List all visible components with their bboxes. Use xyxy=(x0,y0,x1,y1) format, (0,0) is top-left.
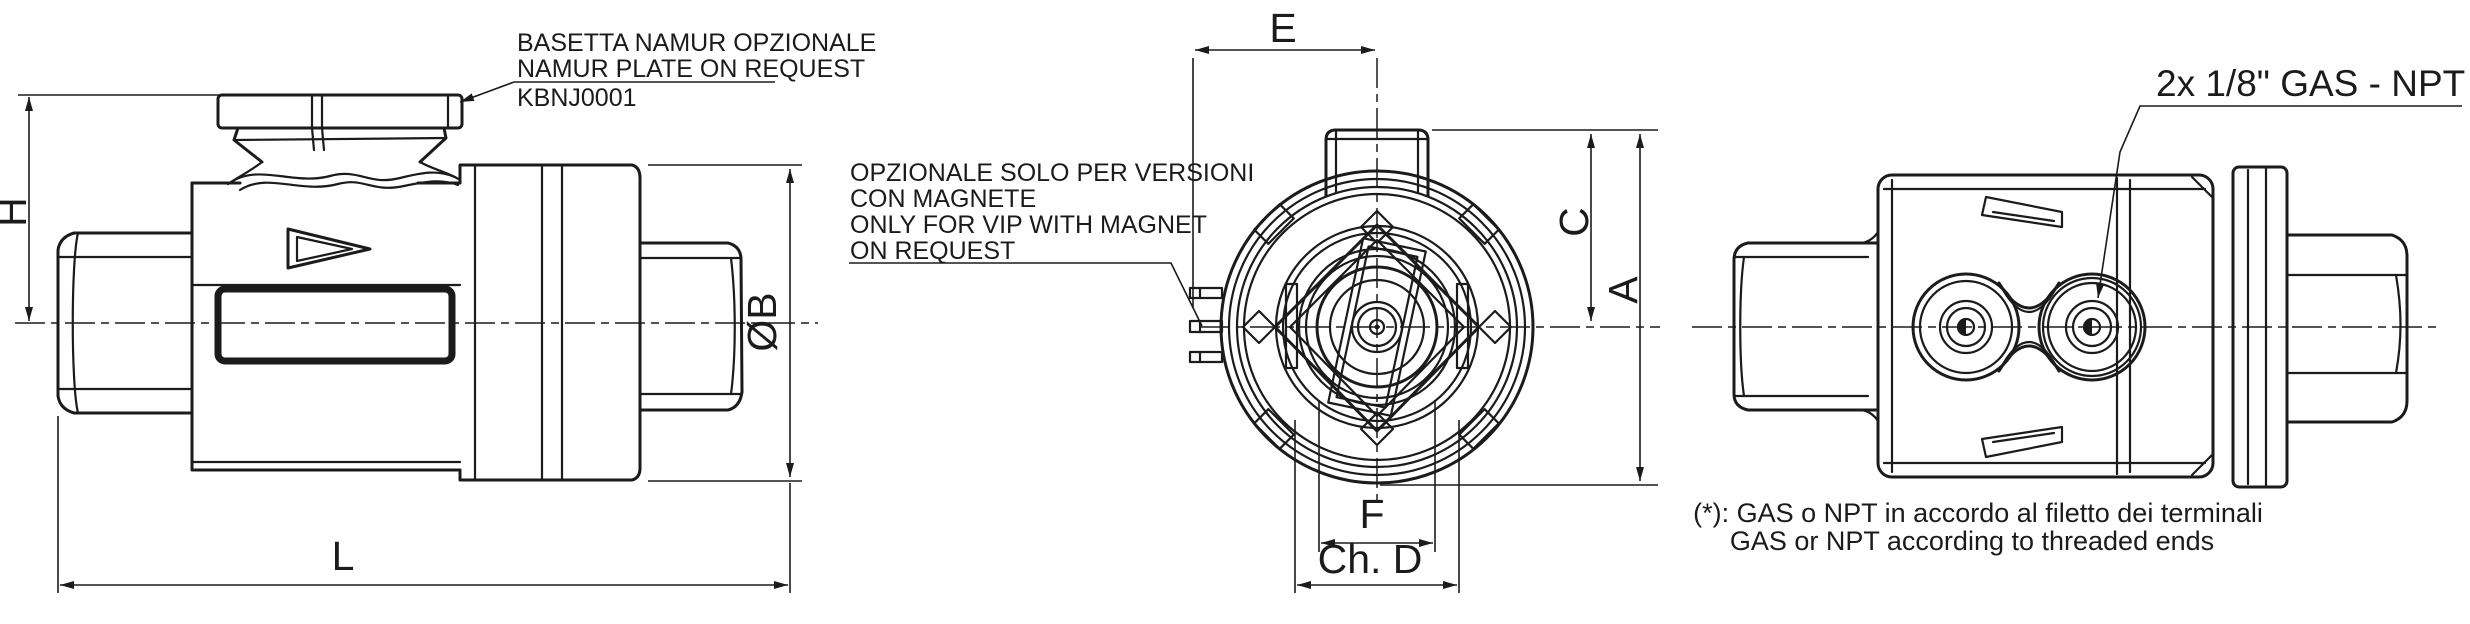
magnet-note-line4: ON REQUEST xyxy=(850,237,1015,265)
end-view xyxy=(1692,165,2438,489)
end-union-collar xyxy=(2231,165,2289,489)
magnet-note-line3: ONLY FOR VIP WITH MAGNET xyxy=(850,211,1207,239)
pilot-ports-note: 2x 1/8" GAS - NPT (*) xyxy=(2096,63,2470,299)
front-corner-tabs xyxy=(1253,203,1500,450)
front-view xyxy=(1188,58,1660,508)
dim-label-L: L xyxy=(332,533,355,579)
pilot-port-left xyxy=(1938,299,1994,355)
namur-note-line2: NAMUR PLATE ON REQUEST xyxy=(517,55,865,83)
dim-label-C: C xyxy=(1551,207,1597,237)
side-valve-body xyxy=(190,181,462,472)
side-left-hex-port xyxy=(56,231,192,415)
side-right-hex-port xyxy=(638,241,744,412)
magnet-note-line1: OPZIONALE SOLO PER VERSIONI xyxy=(850,159,1254,187)
footnote-line2: GAS or NPT according to threaded ends xyxy=(1730,526,2214,556)
side-view xyxy=(15,93,818,482)
namur-leader-line xyxy=(459,81,515,103)
magnet-note: OPZIONALE SOLO PER VERSIONI CON MAGNETE … xyxy=(849,159,1254,327)
dim-label-ChD: Ch. D xyxy=(1318,536,1423,582)
dim-label-B: ØB xyxy=(739,292,785,351)
side-union-nut xyxy=(458,163,642,482)
magnet-note-line2: CON MAGNETE xyxy=(850,185,1036,213)
dim-label-H: H xyxy=(0,197,35,227)
magnet-leader-line xyxy=(849,262,1203,327)
front-drive-diamond xyxy=(1241,209,1513,447)
actuator-neck xyxy=(226,160,462,192)
pilot-ports-label: 2x 1/8" GAS - NPT (*) xyxy=(2156,63,2470,104)
dim-label-F: F xyxy=(1359,491,1384,537)
vent-wedge-bottom xyxy=(1980,425,2064,459)
dimensions: H ØB L E C A F Ch. D xyxy=(0,5,1658,593)
dim-label-E: E xyxy=(1269,5,1296,51)
end-right-hex-port xyxy=(2285,233,2409,424)
namur-note-code: KBNJ0001 xyxy=(517,84,637,112)
annotations: BASETTA NAMUR OPZIONALE NAMUR PLATE ON R… xyxy=(459,29,2470,556)
front-top-port xyxy=(1324,128,1430,198)
footnote: (*): GAS o NPT in accordo al filetto dei… xyxy=(1693,498,2263,556)
vent-wedge-top xyxy=(1980,195,2064,229)
namur-note-line1: BASETTA NAMUR OPZIONALE xyxy=(517,29,876,57)
flow-arrow xyxy=(286,227,372,270)
end-left-hex-port xyxy=(1732,230,1880,423)
pilot-port-right xyxy=(2064,299,2120,355)
magnet-pins xyxy=(1188,286,1224,364)
namur-note: BASETTA NAMUR OPZIONALE NAMUR PLATE ON R… xyxy=(459,29,876,112)
namur-plate xyxy=(216,93,464,164)
dim-label-A: A xyxy=(1600,276,1646,304)
footnote-line1: (*): GAS o NPT in accordo al filetto dei… xyxy=(1693,498,2263,528)
pilot-port-boss xyxy=(1911,272,2147,382)
front-stem-boss xyxy=(1297,237,1457,417)
pilot-ports-leader-line xyxy=(2096,105,2462,299)
label-plate xyxy=(214,285,456,365)
